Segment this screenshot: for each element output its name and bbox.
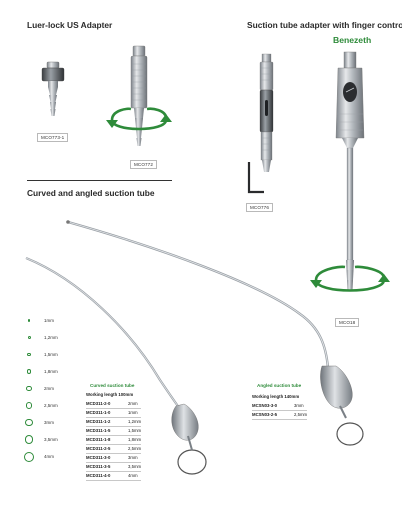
- curved-table-title: Curved suction tube: [90, 383, 135, 388]
- part-code: MCD311-2-5: [86, 444, 124, 454]
- part-size: 2mm: [124, 400, 142, 409]
- size-row: 1mm: [22, 312, 92, 329]
- size-row: 1,2mm: [22, 329, 92, 346]
- part-size: 2,5mm: [124, 444, 142, 454]
- size-row: 2,5mm: [22, 397, 92, 414]
- size-row: 1,8mm: [22, 363, 92, 380]
- part-size: 1mm: [124, 408, 142, 418]
- curved-tube-image: [25, 220, 364, 475]
- size-label: 3mm: [44, 420, 54, 425]
- size-row: 4mm: [22, 448, 92, 465]
- size-label: 2mm: [44, 386, 54, 391]
- size-circle-icon: [26, 369, 32, 374]
- part-size: 4mm: [124, 471, 142, 481]
- rotate-arrow-right-icon: [160, 114, 172, 122]
- size-circle-icon: [24, 451, 34, 462]
- rotate-arrow-left-icon: [310, 280, 322, 288]
- code-benezeth: MCO18: [335, 318, 360, 327]
- part-size: 3,5mm: [124, 462, 142, 472]
- benezeth-tube-image: [310, 51, 390, 292]
- size-circle-icon: [25, 402, 33, 409]
- size-label: 2,5mm: [44, 403, 58, 408]
- curved-table-length: Working length 100mm: [86, 392, 134, 397]
- part-size: 1,2mm: [124, 417, 142, 427]
- size-circle-icon: [27, 352, 31, 357]
- size-circle-icon: [27, 336, 31, 339]
- size-row: 3,5mm: [22, 431, 92, 448]
- luer-adapter-heading: Luer-lock US Adapter: [27, 20, 113, 30]
- part-code: MCD311-1-5: [86, 426, 124, 436]
- size-label: 1,8mm: [44, 369, 58, 374]
- angled-table-length: Working length 140mm: [252, 394, 300, 399]
- code-adapter: MCO772: [130, 160, 157, 169]
- part-code: MCD311-3-0: [86, 453, 124, 463]
- size-circle-icon: [25, 418, 33, 427]
- finger-ring-icon: [177, 449, 207, 475]
- size-circle-icon: [24, 435, 34, 444]
- part-size: 2,5mm: [290, 410, 308, 420]
- adapter-image: [106, 45, 172, 146]
- curved-section-heading: Curved and angled suction tube: [27, 188, 155, 198]
- part-code: MCD311-4-0: [86, 471, 124, 481]
- part-code: MCD311-2-0: [86, 400, 124, 409]
- part-size: 3mm: [124, 453, 142, 463]
- code-finger-control: MCO776: [246, 203, 273, 212]
- part-size: 1,5mm: [124, 426, 142, 436]
- code-luer-adapter: MCO773-1: [37, 133, 69, 142]
- size-circle-icon: [26, 385, 32, 392]
- section-divider: [27, 180, 172, 181]
- rotate-arrow-right-icon: [378, 274, 390, 282]
- angled-table-title: Angled suction tube: [257, 383, 302, 388]
- size-legend: 1mm 1,2mm 1,5mm 1,8mm 2mm 2,5mm 3mm 3,5mm 4mm: [22, 312, 92, 465]
- size-circle-icon: [27, 319, 31, 322]
- size-label: 1mm: [44, 318, 54, 323]
- hex-key-icon: [247, 162, 264, 194]
- size-label: 1,5mm: [44, 352, 58, 357]
- suction-adapter-heading: Suction tube adapter with finger control: [247, 20, 402, 30]
- size-label: 4mm: [44, 454, 54, 459]
- luer-adapter-image: [41, 61, 65, 116]
- brand-label: Benezeth: [333, 35, 372, 45]
- rotate-arrow-left-icon: [106, 120, 118, 128]
- size-row: 1,5mm: [22, 346, 92, 363]
- part-code: MCSN03-2-5: [252, 410, 290, 420]
- part-size: 3mm: [290, 402, 308, 411]
- part-code: MCD311-3-5: [86, 462, 124, 472]
- finger-control-image: [247, 53, 274, 194]
- finger-ring-icon: [336, 422, 364, 446]
- size-row: 2mm: [22, 380, 92, 397]
- size-label: 3,5mm: [44, 437, 58, 442]
- part-code: MCD311-1-2: [86, 417, 124, 427]
- part-code: MCSN03-3-0: [252, 402, 290, 411]
- part-size: 1,8mm: [124, 435, 142, 445]
- size-label: 1,2mm: [44, 335, 58, 340]
- part-code: MCD311-1-0: [86, 408, 124, 418]
- size-row: 3mm: [22, 414, 92, 431]
- part-code: MCD311-1-8: [86, 435, 124, 445]
